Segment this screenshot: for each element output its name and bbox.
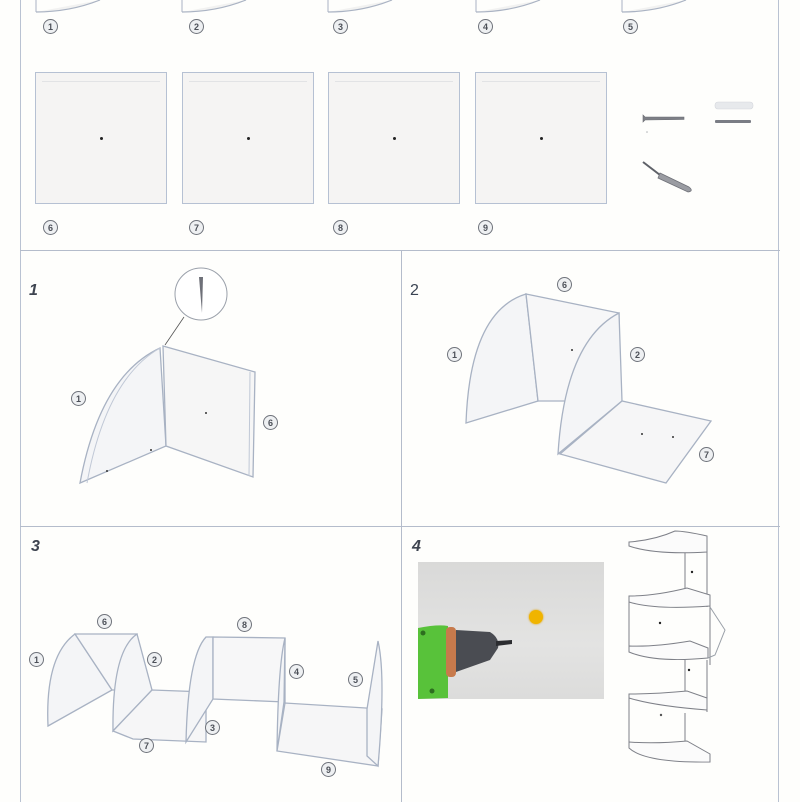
callout-part-6: 6: [97, 614, 112, 629]
callout-part-6: 6: [263, 415, 278, 430]
part-label-5: 5: [623, 19, 638, 34]
callout-part-1: 1: [29, 652, 44, 667]
screw-hole: [246, 136, 250, 140]
callout-part-2: 2: [147, 652, 162, 667]
wall-anchor-icon: [714, 101, 754, 110]
power-drill-icon: [418, 625, 512, 699]
part-label-2: 2: [189, 19, 204, 34]
callout-part-2: 2: [630, 347, 645, 362]
callout-part-4: 4: [289, 664, 304, 679]
square-panel-7: [182, 72, 314, 204]
instruction-sheet-frame: [20, 0, 779, 802]
divider-parts-steps: [20, 250, 780, 251]
step-1-illustration: [79, 267, 256, 485]
drill-wall-photo: [418, 562, 604, 699]
callout-part-7: 7: [139, 738, 154, 753]
step-number: 2: [410, 282, 419, 299]
callout-part-7: 7: [699, 447, 714, 462]
part-label-9: 9: [478, 220, 493, 235]
step-2-illustration: [465, 293, 713, 484]
step-number: 3: [31, 538, 40, 555]
square-panel-6: [35, 72, 167, 204]
callout-part-3: 3: [205, 720, 220, 735]
square-panel-8: [328, 72, 460, 204]
curved-panel-edges: [35, 0, 687, 13]
divider-steps-column: [401, 250, 402, 802]
screw-icon: [642, 114, 685, 123]
screw-short-icon: [715, 120, 751, 123]
callout-part-5: 5: [348, 672, 363, 687]
hardware-kit: [642, 101, 754, 193]
screw-hole: [392, 136, 396, 140]
callout-part-8: 8: [237, 617, 252, 632]
wall-marker-icon: [529, 610, 543, 624]
part-label-3: 3: [333, 19, 348, 34]
step-3-illustration: [47, 632, 383, 768]
square-panel-9: [475, 72, 607, 204]
step-number: 1: [29, 282, 38, 299]
screw-hole: [539, 136, 543, 140]
screw-icon: [199, 277, 203, 313]
part-label-8: 8: [333, 220, 348, 235]
callout-part-9: 9: [321, 762, 336, 777]
step-number: 4: [412, 538, 421, 555]
screw-hole: [99, 136, 103, 140]
assembled-corner-shelf: [628, 530, 726, 763]
part-label-6: 6: [43, 220, 58, 235]
divider-steps-row: [20, 526, 780, 527]
callout-part-1: 1: [447, 347, 462, 362]
screwdriver-icon: [642, 161, 692, 193]
part-label-7: 7: [189, 220, 204, 235]
callout-part-1: 1: [71, 391, 86, 406]
part-label-4: 4: [478, 19, 493, 34]
part-label-1: 1: [43, 19, 58, 34]
callout-part-6: 6: [557, 277, 572, 292]
